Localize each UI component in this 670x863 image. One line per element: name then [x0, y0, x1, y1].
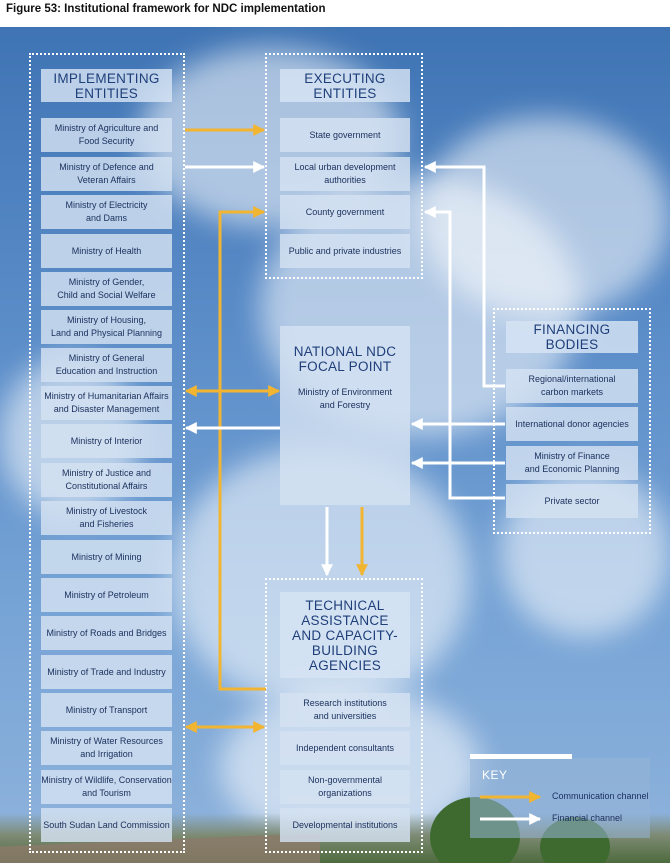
implementing-item: Ministry of Interior [41, 424, 172, 458]
focal-point-title: NATIONAL NDC FOCAL POINT [293, 344, 397, 374]
technical-group [265, 578, 423, 853]
executing-item: State government [280, 118, 410, 152]
implementing-item: Ministry of Electricity and Dams [41, 195, 172, 229]
implementing-item: Ministry of Health [41, 234, 172, 268]
executing-header: EXECUTING ENTITIES [280, 69, 410, 102]
implementing-item: Ministry of Agriculture and Food Securit… [41, 118, 172, 152]
implementing-item: Ministry of Gender, Child and Social Wel… [41, 272, 172, 306]
arrow-technical-to-county [218, 206, 266, 691]
implementing-item: Ministry of Defence and Veteran Affairs [41, 157, 172, 191]
financing-group [493, 308, 651, 534]
financing-item: Private sector [506, 484, 638, 518]
implementing-header: IMPLEMENTING ENTITIES [41, 69, 172, 102]
implementing-item: Ministry of Petroleum [41, 578, 172, 612]
executing-group [265, 53, 423, 279]
executing-item: Public and private industries [280, 234, 410, 268]
key-title: KEY [482, 768, 508, 782]
implementing-item: Ministry of Water Resources and Irrigati… [41, 731, 172, 765]
arrow-private-to-county [423, 206, 505, 500]
focal-point-box: NATIONAL NDC FOCAL POINT Ministry of Env… [280, 326, 410, 505]
financing-item: Regional/international carbon markets [506, 369, 638, 403]
implementing-item: South Sudan Land Commission [41, 808, 172, 842]
executing-item: County government [280, 195, 410, 229]
figure-title: Figure 53: Institutional framework for N… [6, 3, 326, 15]
technical-item: Research institutions and universities [280, 693, 410, 727]
implementing-item: Ministry of General Education and Instru… [41, 348, 172, 382]
implementing-item: Ministry of Transport [41, 693, 172, 727]
implementing-item: Ministry of Mining [41, 540, 172, 574]
technical-header: TECHNICAL ASSISTANCE AND CAPACITY- BUILD… [280, 592, 410, 678]
implementing-item: Ministry of Justice and Constitutional A… [41, 463, 172, 497]
technical-item: Non-governmental organizations [280, 770, 410, 804]
implementing-item: Ministry of Roads and Bridges [41, 616, 172, 650]
key-financial-label: Financial channel [552, 813, 623, 823]
key-bar [470, 754, 572, 759]
financing-item: International donor agencies [506, 407, 638, 441]
arrow-carbon-to-local [423, 161, 505, 388]
financing-item: Ministry of Finance and Economic Plannin… [506, 446, 638, 480]
implementing-group [29, 53, 185, 853]
executing-item: Local urban development authorities [280, 157, 410, 191]
implementing-item: Ministry of Trade and Industry [41, 655, 172, 689]
implementing-item: Ministry of Livestock and Fisheries [41, 501, 172, 535]
implementing-item: Ministry of Humanitarian Affairs and Dis… [41, 386, 172, 420]
technical-item: Independent consultants [280, 731, 410, 765]
implementing-item: Ministry of Wildlife, Conservation and T… [41, 770, 172, 804]
financing-header: FINANCING BODIES [506, 321, 638, 353]
technical-item: Developmental institutions [280, 808, 410, 842]
cloud [420, 117, 670, 317]
key-communication-label: Communication channel [552, 791, 649, 801]
implementing-item: Ministry of Housing, Land and Physical P… [41, 310, 172, 344]
focal-point-subtitle: Ministry of Environment and Forestry [297, 387, 393, 410]
